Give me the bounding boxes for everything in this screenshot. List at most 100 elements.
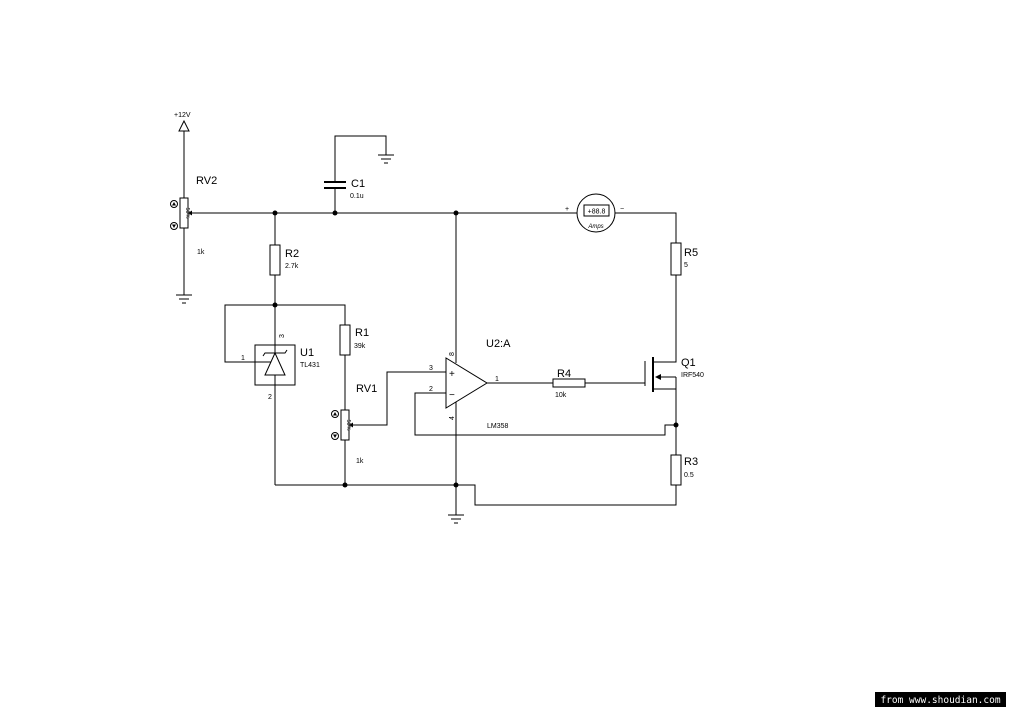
component-value: LM358: [487, 423, 509, 430]
capacitor-c1[interactable]: C1 0.1u: [324, 178, 365, 200]
ammeter-minus-terminal: −: [620, 206, 624, 213]
potentiometer-rv2[interactable]: 50% RV2 1k: [170, 175, 218, 256]
component-value: 1k: [197, 249, 205, 256]
watermark-background: [875, 692, 1006, 707]
component-value: 0.1u: [350, 193, 364, 200]
ground-main[interactable]: [448, 514, 464, 524]
pin-number: 1: [495, 376, 499, 383]
up-arrow-icon: [333, 412, 337, 416]
ammeter-plus-terminal: +: [565, 206, 569, 213]
pin-number: 3: [429, 365, 433, 372]
ground-icon: [378, 154, 394, 164]
component-value: TL431: [300, 362, 320, 369]
component-ref: RV2: [196, 175, 217, 187]
ammeter-reading: +88.8: [588, 209, 606, 216]
op-amp-noninverting-sign: +: [449, 369, 455, 380]
pin-number: 4: [449, 416, 456, 420]
op-amp-inverting-sign: −: [449, 390, 455, 401]
resistor-r5[interactable]: R5 5: [670, 242, 698, 276]
potentiometer-setting: 50%: [184, 207, 190, 218]
ground-rv2[interactable]: [176, 294, 192, 304]
resistor-r2[interactable]: R2 2.7k: [269, 244, 299, 276]
resistor-body: [552, 378, 586, 388]
component-ref: R3: [684, 456, 698, 468]
junction-dot: [673, 422, 679, 428]
pot-increment-button[interactable]: [170, 200, 178, 208]
pin-number: 1: [241, 355, 245, 362]
component-ref: R5: [684, 247, 698, 259]
component-ref: R1: [355, 327, 369, 339]
resistor-body: [670, 242, 682, 276]
wire: [615, 212, 677, 243]
resistor-r1[interactable]: R1 39k: [339, 324, 369, 356]
down-arrow-icon: [172, 224, 176, 228]
junction-dot: [453, 482, 459, 488]
power-terminal-icon: [178, 119, 190, 132]
watermark: from www.shoudian.com: [875, 692, 1006, 707]
pin-number: 2: [429, 386, 433, 393]
pin-number: 3: [279, 334, 286, 338]
wire: [224, 304, 275, 363]
component-ref: U1: [300, 347, 314, 359]
component-ref: R4: [557, 368, 571, 380]
component-value: 39k: [354, 343, 366, 350]
component-ref: C1: [351, 178, 365, 190]
junction-dot: [332, 210, 338, 216]
component-value: 2.7k: [285, 263, 299, 270]
junction-dot: [272, 302, 278, 308]
op-amp-triangle: [445, 357, 488, 409]
pot-decrement-button[interactable]: [170, 222, 178, 230]
mosfet-arrow-icon: [655, 374, 661, 380]
up-arrow-icon: [172, 202, 176, 206]
ammeter-unit: Amps: [587, 224, 603, 230]
component-value: 5: [684, 262, 688, 269]
component-ref: RV1: [356, 383, 377, 395]
watermark-text: from www.shoudian.com: [880, 695, 1000, 706]
junction-dot: [272, 210, 278, 216]
junction-dot: [453, 210, 459, 216]
pot-increment-button[interactable]: [331, 410, 339, 418]
wiper-arrow-icon: [188, 210, 192, 216]
pin-number: 2: [268, 394, 272, 401]
component-value: IRF540: [681, 372, 704, 379]
resistor-r4[interactable]: R4 10k: [552, 368, 586, 399]
wire: [356, 371, 446, 426]
power-terminal-12v[interactable]: +12V: [174, 112, 191, 132]
wire: [275, 304, 346, 325]
ammeter[interactable]: +88.8 Amps + −: [565, 193, 624, 233]
component-value: 1k: [356, 458, 364, 465]
potentiometer-setting: 50%: [345, 419, 351, 430]
mosfet-q1[interactable]: Q1 IRF540: [644, 357, 704, 392]
component-value: 10k: [555, 392, 567, 399]
ground-icon: [448, 514, 464, 524]
resistor-body: [670, 454, 682, 486]
resistor-body: [339, 324, 351, 356]
power-label: +12V: [174, 112, 191, 119]
wire: [275, 484, 677, 506]
down-arrow-icon: [333, 434, 337, 438]
shunt-regulator-u1[interactable]: U1 TL431 1 3 2: [241, 334, 320, 401]
component-ref: R2: [285, 248, 299, 260]
pot-decrement-button[interactable]: [331, 432, 339, 440]
ground-c1[interactable]: [378, 154, 394, 164]
wires: [183, 121, 677, 515]
resistor-r3[interactable]: R3 0.5: [670, 454, 698, 486]
pin-number: 8: [449, 352, 456, 356]
junction-dot: [342, 482, 348, 488]
potentiometer-rv1[interactable]: 50% RV1 1k: [331, 383, 378, 465]
ground-icon: [176, 294, 192, 304]
regulator-triangle: [264, 351, 286, 376]
component-ref: U2:A: [486, 338, 511, 350]
wire: [652, 275, 677, 363]
op-amp-u2a[interactable]: + − U2:A LM358 8 3 2 4 1: [429, 338, 511, 430]
component-ref: Q1: [681, 357, 696, 369]
regulator-cathode-bar: [262, 349, 288, 357]
resistor-body: [269, 244, 281, 276]
component-value: 0.5: [684, 472, 694, 479]
wire: [334, 135, 387, 182]
ammeter-display: [583, 204, 610, 217]
junctions: [272, 210, 679, 488]
wire: [414, 392, 676, 436]
